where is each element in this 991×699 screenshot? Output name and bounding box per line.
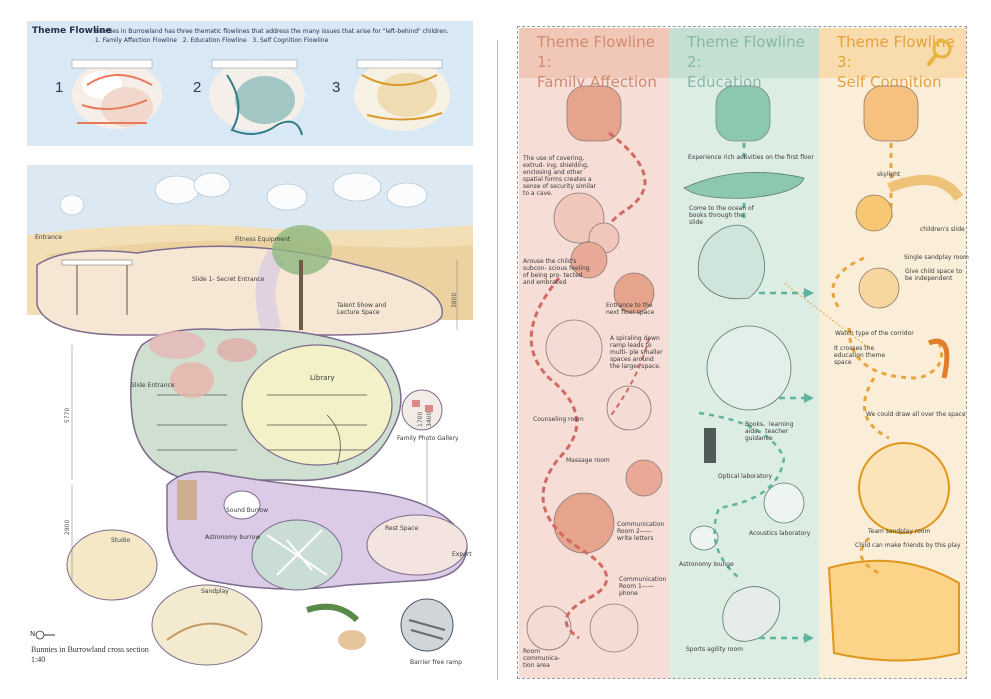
label-sandplay: Sandplay (201, 588, 229, 595)
overview-title: Theme Flowline (32, 26, 112, 36)
magnifier-icon (927, 39, 952, 66)
col1-label-comm2: Communication Room 2——write letters (617, 521, 665, 542)
col1-label-spiral: A spiraling down ramp leads to multi- pl… (610, 335, 663, 370)
cross-section-panel: Entrance Fitness Equipment Slide 1- Secr… (27, 165, 473, 678)
col1-label-entrance-next: Entrance to the next floor space (606, 302, 655, 316)
label-rest-space: Rest Space (385, 525, 419, 532)
section-caption: Bunnies in Burrowland cross section (31, 645, 149, 654)
col2-heading-line1: Theme Flowline 2: (687, 33, 805, 71)
col1-label-counseling: Counseling room (533, 416, 584, 423)
col1-label-comm1: Communication Room 1——phone (619, 576, 667, 597)
label-slide-entrance: Slide Entrance (131, 382, 175, 389)
col-affection-bg (519, 78, 669, 678)
col1-label-massage: Massage room (566, 457, 610, 464)
label-talent: Talent Show and Lecture Space (337, 302, 387, 316)
affection-flow (526, 85, 663, 653)
overview-number-2: 2 (193, 79, 202, 96)
col3-label-crosses: It crosses the education theme space (834, 345, 886, 366)
col2-label-ocean: Come to the ocean of books through the s… (689, 205, 754, 226)
col3-label-draw: We could draw all over the space (866, 411, 966, 418)
education-flow (683, 85, 814, 643)
label-library: Library (310, 374, 335, 382)
label-family-photo: Family Photo Gallery (397, 435, 459, 442)
col2-label-sports: Sports agility room (686, 646, 743, 653)
col1-label-room-comm: Room communica- tion area (523, 648, 561, 669)
col1-label-covering: The use of covering, extrud- ing, shield… (523, 155, 597, 197)
overview-description: Bunnies in Burrowland has three thematic… (95, 28, 449, 35)
col3-label-team: Team sandplay room (868, 528, 931, 535)
cross-section-drawing (27, 165, 473, 666)
col3-label-give-space: Give child space to be independent (905, 268, 963, 282)
col2-label-acoustics: Acoustics laboratory (749, 530, 811, 537)
section-scale: 1:40 (31, 655, 46, 664)
col3-heading-line1: Theme Flowline 3: (837, 33, 955, 71)
col1-heading-line1: Theme Flowline 1: (537, 33, 655, 71)
col3-label-childrens-slide: children's slide (920, 226, 965, 233)
col3-label-watch: Watch type of the corridor (835, 330, 914, 337)
label-barrier-free: Barrier free ramp (410, 659, 462, 666)
col2-label-experience: Experience rich activities on the first … (688, 154, 814, 161)
label-astronomy-burrow: Astronomy burrow (205, 534, 261, 541)
label-studio: Studio (111, 537, 131, 544)
overview-diagram-2 (209, 59, 305, 136)
dim-5770: 5770 (64, 407, 71, 423)
label-sound-burrow: Sound Burrow (226, 507, 268, 514)
col3-label-friends: Child can make friends by this play (855, 542, 961, 549)
label-entrance: Entrance (35, 234, 62, 241)
col3-heading: Theme Flowline 3: Self Cognition (819, 28, 966, 91)
overview-diagrams (71, 59, 450, 136)
col1-label-arouse: Arouse the child's subcon- scious feelin… (523, 258, 590, 286)
col2-heading: Theme Flowline 2: Education (669, 28, 819, 91)
overview-diagram-3 (354, 59, 450, 131)
overview-panel: Theme Flowline Bunnies in Burrowland has… (27, 21, 473, 146)
col3-label-skylight: skylight (877, 171, 901, 178)
dim-1700: 1700 (417, 411, 424, 427)
dim-3800: 3800 (451, 292, 458, 308)
overview-number-3: 3 (332, 79, 341, 96)
col3-label-single-sandplay: Single sandplay room (904, 254, 969, 261)
col1-heading: Theme Flowline 1: Family Affection (519, 28, 669, 91)
cognition-flow (783, 85, 964, 662)
flowline-drawings (526, 85, 964, 662)
overview-diagram-1 (71, 59, 162, 129)
panel-divider (497, 40, 498, 680)
col2-label-books: Books、learning aids、 teacher guidance (745, 421, 794, 442)
label-slide1: Slide 1- Secret Entrance (192, 276, 265, 283)
overview-flowline-list: 1. Family Affection Flowline 2. Educatio… (95, 37, 329, 44)
dim-3400: 3400 (426, 411, 433, 427)
flowline-panel (517, 26, 967, 679)
dim-2900: 2900 (64, 519, 71, 535)
col2-label-optical: Optical laboratory (718, 473, 773, 480)
col3-heading-line2: Self Cognition (837, 73, 942, 91)
col1-heading-line2: Family Affection (537, 73, 657, 91)
label-export: Export (452, 551, 472, 558)
overview-number-1: 1 (55, 79, 64, 96)
label-fitness: Fitness Equipment (235, 236, 291, 243)
col2-label-astronomy: Astronomy lounge (679, 561, 734, 568)
north-label: N (30, 630, 36, 638)
